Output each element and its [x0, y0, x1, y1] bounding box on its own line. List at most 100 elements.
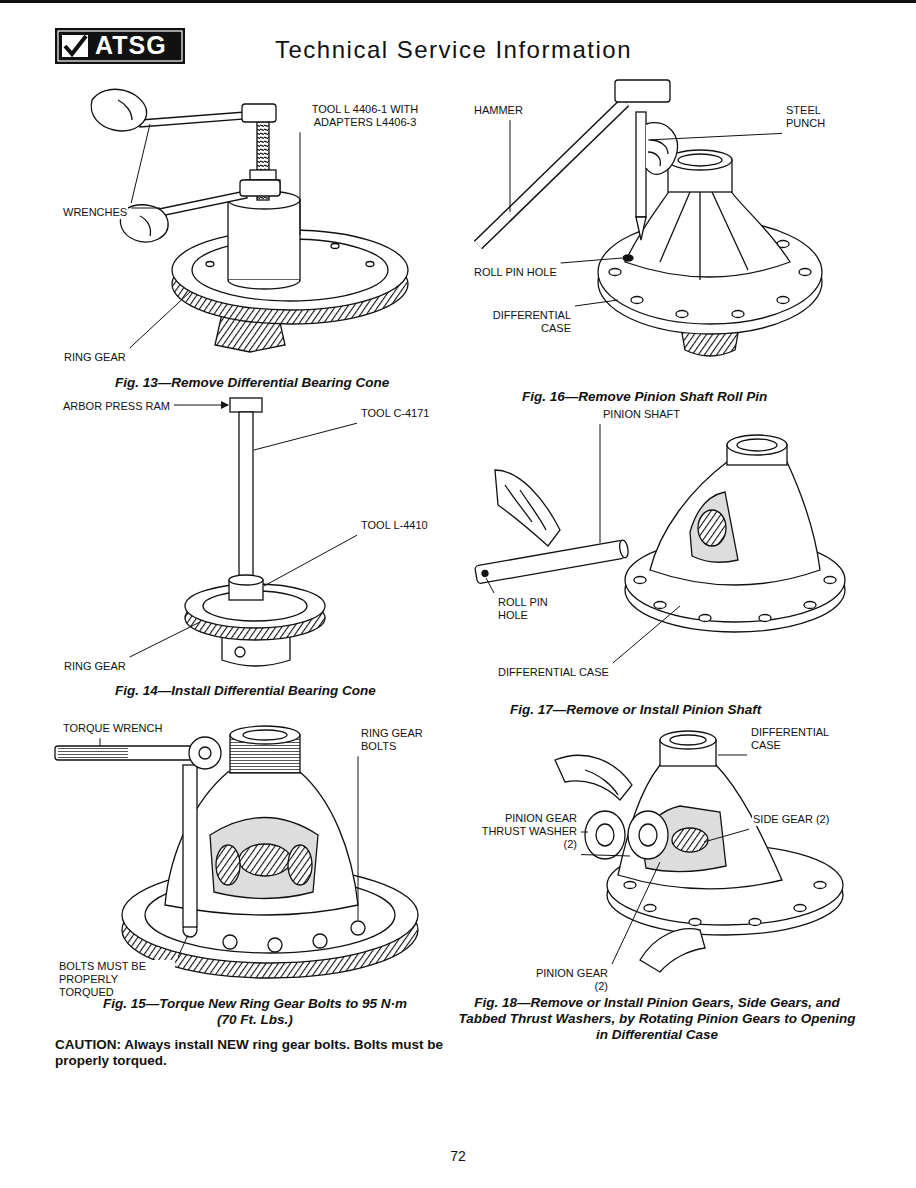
- fig17-drawing: [505, 485, 546, 530]
- leader-line: [561, 258, 622, 263]
- fig16-drawing: [615, 80, 670, 102]
- fig17-drawing: [475, 540, 626, 584]
- fig15-drawing: [239, 844, 291, 876]
- fig16-drawing: [478, 102, 625, 245]
- fig13-drawing: [140, 112, 245, 127]
- fig15-drawing: [268, 938, 282, 952]
- header-rule: [0, 0, 916, 3]
- fig16-drawing: [609, 269, 621, 276]
- fig16-drawing: [668, 150, 732, 170]
- fig17-drawing: [482, 570, 489, 577]
- fig16-drawing: [777, 297, 789, 304]
- leader-line: [254, 423, 357, 450]
- part-label: TOOL L 4406-1 WITH ADAPTERS L4406-3: [288, 103, 442, 129]
- fig18-drawing: [639, 824, 657, 846]
- part-label: BOLTS MUST BE PROPERLY TORQUED: [58, 960, 175, 1000]
- fig18-drawing: [585, 811, 625, 859]
- fig18-drawing: [689, 919, 701, 926]
- figure-caption: Fig. 16—Remove Pinion Shaft Roll Pin: [522, 389, 767, 405]
- part-label: TOOL C-4171: [360, 407, 430, 420]
- atsg-logo: [65, 36, 86, 54]
- fig16-drawing: [631, 297, 643, 304]
- leader-line: [131, 124, 150, 203]
- part-label: PINION GEAR (2): [527, 967, 609, 993]
- figure-caption: Fig. 14—Install Differential Bearing Con…: [115, 683, 376, 699]
- leader-line: [264, 535, 357, 586]
- fig18-drawing: [585, 770, 618, 795]
- fig13-drawing: [228, 280, 300, 289]
- leader-line: [510, 120, 511, 212]
- leader-line: [174, 405, 228, 406]
- fig15-drawing: [230, 726, 300, 744]
- fig15-drawing: [288, 845, 312, 885]
- fig15-drawing: [210, 818, 318, 899]
- fig16-drawing: [623, 255, 633, 261]
- part-label: HAMMER: [473, 104, 524, 117]
- part-label: DIFFERENTIAL CASE: [475, 309, 572, 335]
- fig17-drawing: [475, 539, 630, 583]
- leader-line: [131, 208, 160, 209]
- fig16-drawing: [678, 154, 722, 166]
- fig16-drawing: [676, 311, 688, 318]
- leader-line: [130, 622, 200, 657]
- fig15-drawing: [351, 921, 365, 935]
- fig15-drawing: [199, 747, 211, 759]
- fig17-drawing: [618, 539, 629, 558]
- fig18-drawing: [628, 811, 668, 859]
- fig14-drawing: [185, 398, 325, 666]
- fig16-drawing: [478, 102, 625, 245]
- part-label: ROLL PIN HOLE: [473, 266, 558, 279]
- leader-line: [600, 424, 601, 543]
- fig16-drawing: [732, 311, 744, 318]
- fig18-drawing: [670, 735, 706, 745]
- fig15-drawing: [189, 737, 221, 769]
- fig17-drawing: [650, 462, 820, 585]
- fig17-drawing: [699, 615, 711, 622]
- fig17-drawing: [690, 492, 738, 562]
- part-label: PINION GEAR THRUST WASHER (2): [466, 812, 578, 852]
- leader-line: [300, 132, 301, 235]
- figure-caption: Fig. 17—Remove or Install Pinion Shaft: [510, 702, 761, 718]
- part-label: ROLL PIN HOLE: [497, 596, 569, 622]
- fig13-drawing: [331, 244, 339, 249]
- part-label: RING GEAR BOLTS: [360, 727, 437, 753]
- logo-text: ATSG: [95, 29, 183, 62]
- leader-line: [581, 855, 630, 856]
- fig14-drawing: [229, 575, 263, 585]
- header-rule: [0, 0, 916, 3]
- fig18-drawing: [596, 824, 614, 846]
- figure-caption: Fig. 15—Torque New Ring Gear Bolts to 95…: [100, 996, 410, 1028]
- part-label: RING GEAR: [63, 660, 127, 673]
- leader-line: [575, 300, 618, 306]
- fig15-drawing: [216, 845, 240, 885]
- leader-line: [718, 755, 747, 756]
- figure-caption: Fig. 13—Remove Differential Bearing Cone: [115, 375, 389, 391]
- fig13-drawing: [366, 262, 374, 267]
- leader-line: [358, 756, 359, 920]
- leader-line: [648, 133, 782, 140]
- page-number: 72: [448, 1148, 468, 1165]
- fig15-drawing: [183, 765, 197, 927]
- fig13-drawing: [228, 200, 300, 280]
- leader-line: [486, 578, 494, 593]
- fig14-drawing: [239, 412, 253, 580]
- part-label: TORQUE WRENCH: [62, 722, 163, 735]
- part-label: PINION SHAFT: [602, 408, 681, 421]
- fig17-drawing: [634, 577, 646, 584]
- fig13-drawing: [242, 104, 276, 122]
- leader-line: [613, 606, 680, 663]
- fig17-drawing: [737, 439, 777, 451]
- part-label: DIFFERENTIAL CASE: [750, 726, 847, 752]
- fig18-drawing: [555, 731, 843, 972]
- fig13-drawing: [140, 216, 151, 236]
- leader-line: [704, 829, 749, 842]
- leader-line: [130, 292, 190, 348]
- part-label: RING GEAR: [63, 351, 127, 364]
- fig17-drawing: [824, 577, 836, 584]
- part-label: WRENCHES: [62, 206, 128, 219]
- fig13-drawing: [240, 180, 280, 196]
- fig13-drawing: [91, 89, 146, 131]
- fig18-drawing: [660, 731, 716, 749]
- fig15-drawing: [55, 726, 418, 978]
- fig17-drawing: [698, 510, 726, 546]
